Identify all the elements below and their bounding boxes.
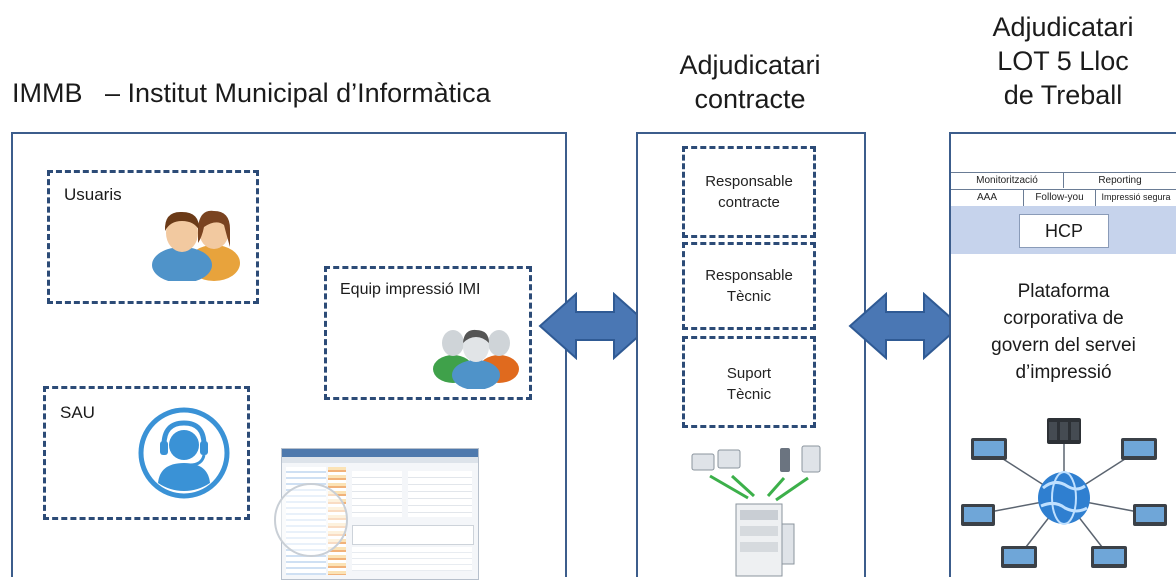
immb-panel: Usuaris Equip impressió IMI SAU [11,132,567,580]
role-line: Tècnic [726,386,772,403]
platform-line: corporativa de [1003,308,1124,329]
contracte-panel: Responsable contracte Responsable Tècnic… [636,132,866,577]
role-line: Responsable [705,173,793,190]
contracte-title-line1: Adjudicatari [679,50,821,80]
printers-network-icon [691,445,821,577]
hcp-label: HCP [1019,214,1109,248]
contracte-title-line2: contracte [694,84,806,114]
lot5-title: Adjudicatari LOT 5 Lloc de Treball [950,10,1176,112]
network-globe-icon [961,418,1167,568]
lot5-panel: Monitorització Reporting AAA Follow-you … [949,132,1176,577]
role-box-responsable-contracte: Responsable contracte [682,146,816,238]
immb-title: IMMB – Institut Municipal d’Informàtica [12,78,491,108]
usuaris-label: Usuaris [64,185,122,204]
platform-line: d’impressió [1015,362,1112,383]
double-arrow-icon [848,292,962,360]
sau-label: SAU [60,403,95,422]
platform-description: Plataforma corporativa de govern del ser… [951,278,1176,386]
team-icon [433,329,519,389]
role-line: Tècnic [726,288,772,305]
users-icon [152,210,240,281]
usuaris-box: Usuaris [47,170,259,304]
role-box-suport-tecnic: Suport Tècnic [682,336,816,428]
platform-line: Plataforma [1017,281,1110,302]
platform-line: govern del servei [991,335,1136,356]
cell-reporting: Reporting [1098,175,1142,186]
lot5-title-line2: LOT 5 Lloc [997,46,1129,76]
role-box-responsable-tecnic: Responsable Tècnic [682,242,816,330]
cell-monitoritzacio: Monitorització [951,173,1064,188]
equip-label: Equip impressió IMI [340,281,481,298]
contracte-title: Adjudicatari contracte [640,48,860,116]
cell-impressio-segura: Impressió segura [1101,192,1171,202]
lot5-title-line3: de Treball [1003,80,1123,110]
role-line: Responsable [705,267,793,284]
double-arrow-icon [538,292,652,360]
role-line: contracte [718,194,780,211]
equip-impressio-box: Equip impressió IMI [324,266,532,400]
lot5-title-line1: Adjudicatari [992,12,1134,42]
cell-follow-you: Follow-you [1024,190,1096,206]
role-line: Suport [726,365,772,382]
headset-support-icon [138,407,230,499]
sau-box: SAU [43,386,250,520]
cell-aaa: AAA [951,190,1024,206]
application-screenshot [274,448,479,580]
